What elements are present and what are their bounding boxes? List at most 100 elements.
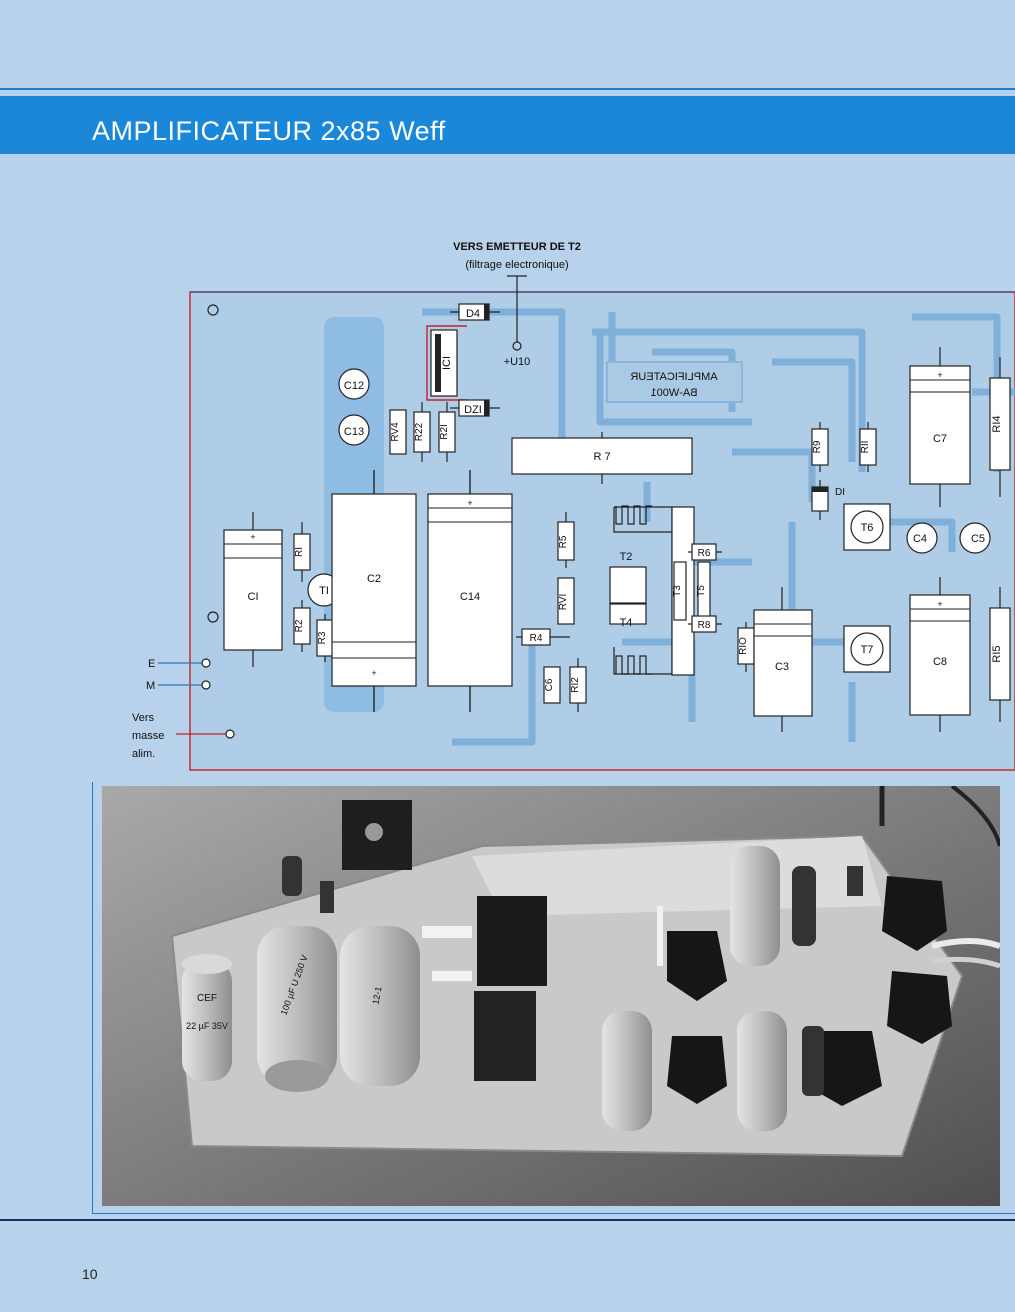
capacitor-c4: C4 — [906, 522, 938, 554]
svg-text:alim.: alim. — [132, 748, 155, 760]
zener-dz1: DZI — [450, 399, 500, 417]
resistor-r14: RI4 — [989, 357, 1011, 497]
resistor-r9: R9 — [811, 422, 829, 472]
transistor-t2: T2 — [609, 551, 647, 604]
svg-text:D4: D4 — [466, 308, 480, 320]
svg-text:RII: RII — [860, 441, 871, 454]
top-rule — [0, 88, 1015, 90]
svg-text:C8: C8 — [933, 656, 947, 668]
mirrored-board-text-1: AMPLIFICATEUR — [630, 371, 717, 383]
svg-text:+: + — [250, 532, 255, 542]
svg-text:DI: DI — [835, 487, 845, 498]
mirrored-board-text-2: BA-W001 — [650, 387, 697, 399]
svg-text:+: + — [937, 370, 942, 380]
svg-text:T2: T2 — [620, 551, 633, 563]
page-title: AMPLIFICATEUR 2x85 Weff — [92, 116, 446, 146]
bottom-rule — [0, 1219, 1015, 1221]
svg-text:C12: C12 — [344, 380, 364, 392]
resistor-r11: RII — [859, 422, 877, 472]
resistor-r12: RI2 — [569, 658, 587, 712]
resistor-r22: R22 — [413, 402, 431, 462]
svg-text:CI: CI — [248, 591, 259, 603]
svg-text:RVI: RVI — [558, 594, 569, 611]
capacitor-c6: C6 — [543, 666, 561, 704]
transistor-t3: T3 — [672, 561, 687, 621]
svg-text:T4: T4 — [620, 617, 633, 629]
mounting-hole — [207, 304, 219, 316]
ic1-regulator: ICI — [426, 325, 467, 401]
svg-text:R2: R2 — [294, 619, 305, 632]
svg-text:T7: T7 — [861, 644, 874, 656]
capacitor-photo: 100 µF U 250 V — [257, 926, 337, 1092]
transistor-t5: T5 — [696, 561, 711, 621]
resistor-r21: R2I — [438, 402, 456, 462]
svg-text:R6: R6 — [698, 548, 711, 559]
svg-text:C3: C3 — [775, 661, 789, 673]
svg-text:ICI: ICI — [441, 356, 453, 370]
supply-label: +U10 — [504, 356, 531, 368]
svg-text:masse: masse — [132, 730, 164, 742]
trimmer-rv4: RV4 — [389, 409, 407, 455]
capacitor-c14: + C14 — [427, 470, 513, 712]
note-vers-emetteur: VERS EMETTEUR DE T2 — [453, 241, 581, 253]
svg-text:22 µF 35V: 22 µF 35V — [186, 1021, 228, 1031]
svg-text:+: + — [371, 668, 376, 678]
capacitor-photo: CEF 22 µF 35V — [182, 954, 232, 1081]
resistor-r7: R 7 — [511, 432, 693, 484]
transistor-t4: T4 — [609, 603, 647, 629]
capacitor-c8: + C8 — [909, 577, 971, 732]
svg-text:C4: C4 — [913, 533, 927, 545]
resistor-r8: R8 — [688, 615, 722, 633]
capacitor-c12: C12 — [338, 368, 370, 400]
transistor-t7: T7 — [843, 625, 891, 673]
capacitor-c3: C3 — [753, 587, 813, 732]
svg-text:T5: T5 — [696, 585, 707, 597]
resistor-r5: R5 — [557, 512, 575, 568]
trimmer-rv1: RVI — [557, 577, 575, 625]
resistor-r15: RI5 — [989, 587, 1011, 722]
title-band — [0, 96, 1015, 154]
svg-text:RI5: RI5 — [991, 645, 1003, 662]
svg-text:R3: R3 — [317, 631, 328, 644]
svg-text:R8: R8 — [698, 620, 711, 631]
resistor-r10: RIO — [737, 622, 755, 672]
svg-text:RI2: RI2 — [570, 677, 581, 693]
svg-text:RI4: RI4 — [991, 415, 1003, 432]
resistor-r4: R4 — [516, 628, 570, 646]
svg-text:R4: R4 — [530, 633, 543, 644]
svg-text:T6: T6 — [861, 522, 874, 534]
svg-text:CEF: CEF — [197, 993, 217, 1004]
capacitor-c13: C13 — [338, 414, 370, 446]
svg-text:Vers: Vers — [132, 712, 155, 724]
assembled-board-photo: CEF 22 µF 35V 100 µF U 250 V 12-1 — [102, 786, 1000, 1206]
resistor-r3: R3 — [316, 614, 334, 662]
svg-text:+: + — [467, 498, 472, 508]
ground-return: Vers masse alim. — [132, 712, 235, 760]
svg-text:RI: RI — [294, 547, 305, 557]
svg-text:+: + — [937, 599, 942, 609]
svg-text:R9: R9 — [812, 440, 823, 453]
capacitor-c7: + C7 — [909, 347, 971, 507]
capacitor-c5: C5 — [959, 522, 991, 554]
component-layout-diagram: AMPLIFICATEUR BA-W001 VERS EMETTEUR DE T… — [92, 222, 1015, 782]
transistor-t6: T6 — [843, 503, 891, 551]
svg-text:RIO: RIO — [738, 637, 749, 655]
svg-text:C2: C2 — [367, 573, 381, 585]
resistor-r1: RI — [293, 522, 311, 582]
page-number: 10 — [82, 1266, 98, 1282]
mounting-hole — [207, 611, 219, 623]
svg-text:C14: C14 — [460, 591, 480, 603]
capacitor-c2: + C2 — [331, 470, 417, 712]
svg-text:C13: C13 — [344, 426, 364, 438]
svg-text:M: M — [146, 680, 155, 692]
input-m: M — [146, 680, 211, 692]
svg-text:DZI: DZI — [464, 404, 482, 416]
svg-text:R22: R22 — [414, 422, 425, 441]
resistor-r6: R6 — [688, 543, 722, 561]
svg-text:R2I: R2I — [439, 424, 450, 440]
svg-text:C5: C5 — [971, 533, 985, 545]
svg-text:C7: C7 — [933, 433, 947, 445]
svg-text:R 7: R 7 — [593, 451, 610, 463]
capacitor-photo: 12-1 — [340, 926, 420, 1086]
svg-text:E: E — [148, 658, 155, 670]
